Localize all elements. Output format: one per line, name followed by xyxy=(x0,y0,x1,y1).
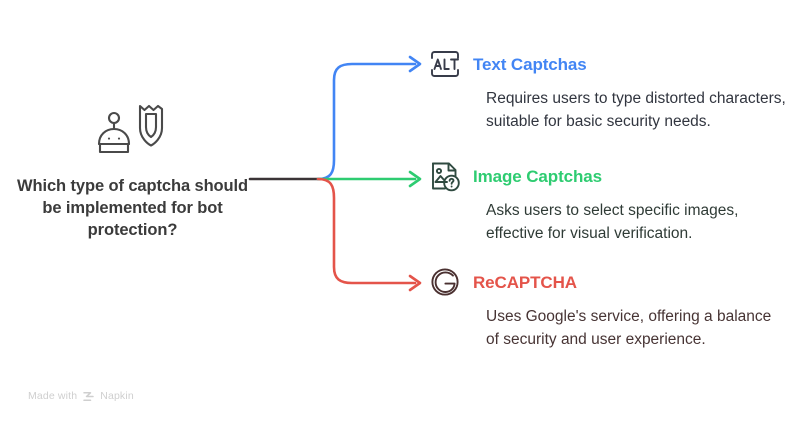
branch-title: Image Captchas xyxy=(473,166,602,186)
robot-shield-icon xyxy=(97,104,163,154)
branch-description: Requires users to type distorted charact… xyxy=(486,90,786,130)
branch-header: Image Captchas xyxy=(428,159,800,193)
branch-description: Uses Google's service, offering a balanc… xyxy=(486,308,772,348)
napkin-watermark: Made with Napkin xyxy=(28,390,134,402)
alt-text-icon xyxy=(431,51,459,77)
watermark-prefix: Made with xyxy=(28,390,78,402)
connector-branch-text-captchas xyxy=(316,62,417,181)
watermark-brand: Napkin xyxy=(100,390,134,402)
arrowhead-recaptcha xyxy=(408,274,422,292)
branch-image-captchas[interactable]: Image Captchas Asks users to select spec… xyxy=(428,159,800,245)
connector-branch-recaptcha xyxy=(316,177,417,285)
root-question-text: Which type of captcha should be implemen… xyxy=(17,177,248,239)
arrowhead-image-captchas xyxy=(408,170,422,188)
branch-text-captchas[interactable]: Text Captchas Requires users to type dis… xyxy=(428,47,800,133)
branch-title: Text Captchas xyxy=(473,54,587,74)
branch-recaptcha[interactable]: ReCAPTCHA Uses Google's service, offerin… xyxy=(428,265,800,351)
google-g-circle-icon xyxy=(431,268,459,296)
image-question-document-icon xyxy=(432,162,460,192)
branch-description: Asks users to select specific images, ef… xyxy=(486,202,739,242)
arrowhead-text-captchas xyxy=(408,55,422,73)
branch-header: Text Captchas xyxy=(428,47,800,81)
branch-title: ReCAPTCHA xyxy=(473,272,577,292)
root-node: Which type of captcha should be implemen… xyxy=(10,100,255,241)
branch-header: ReCAPTCHA xyxy=(428,265,800,299)
napkin-chevrons-icon xyxy=(83,391,94,401)
